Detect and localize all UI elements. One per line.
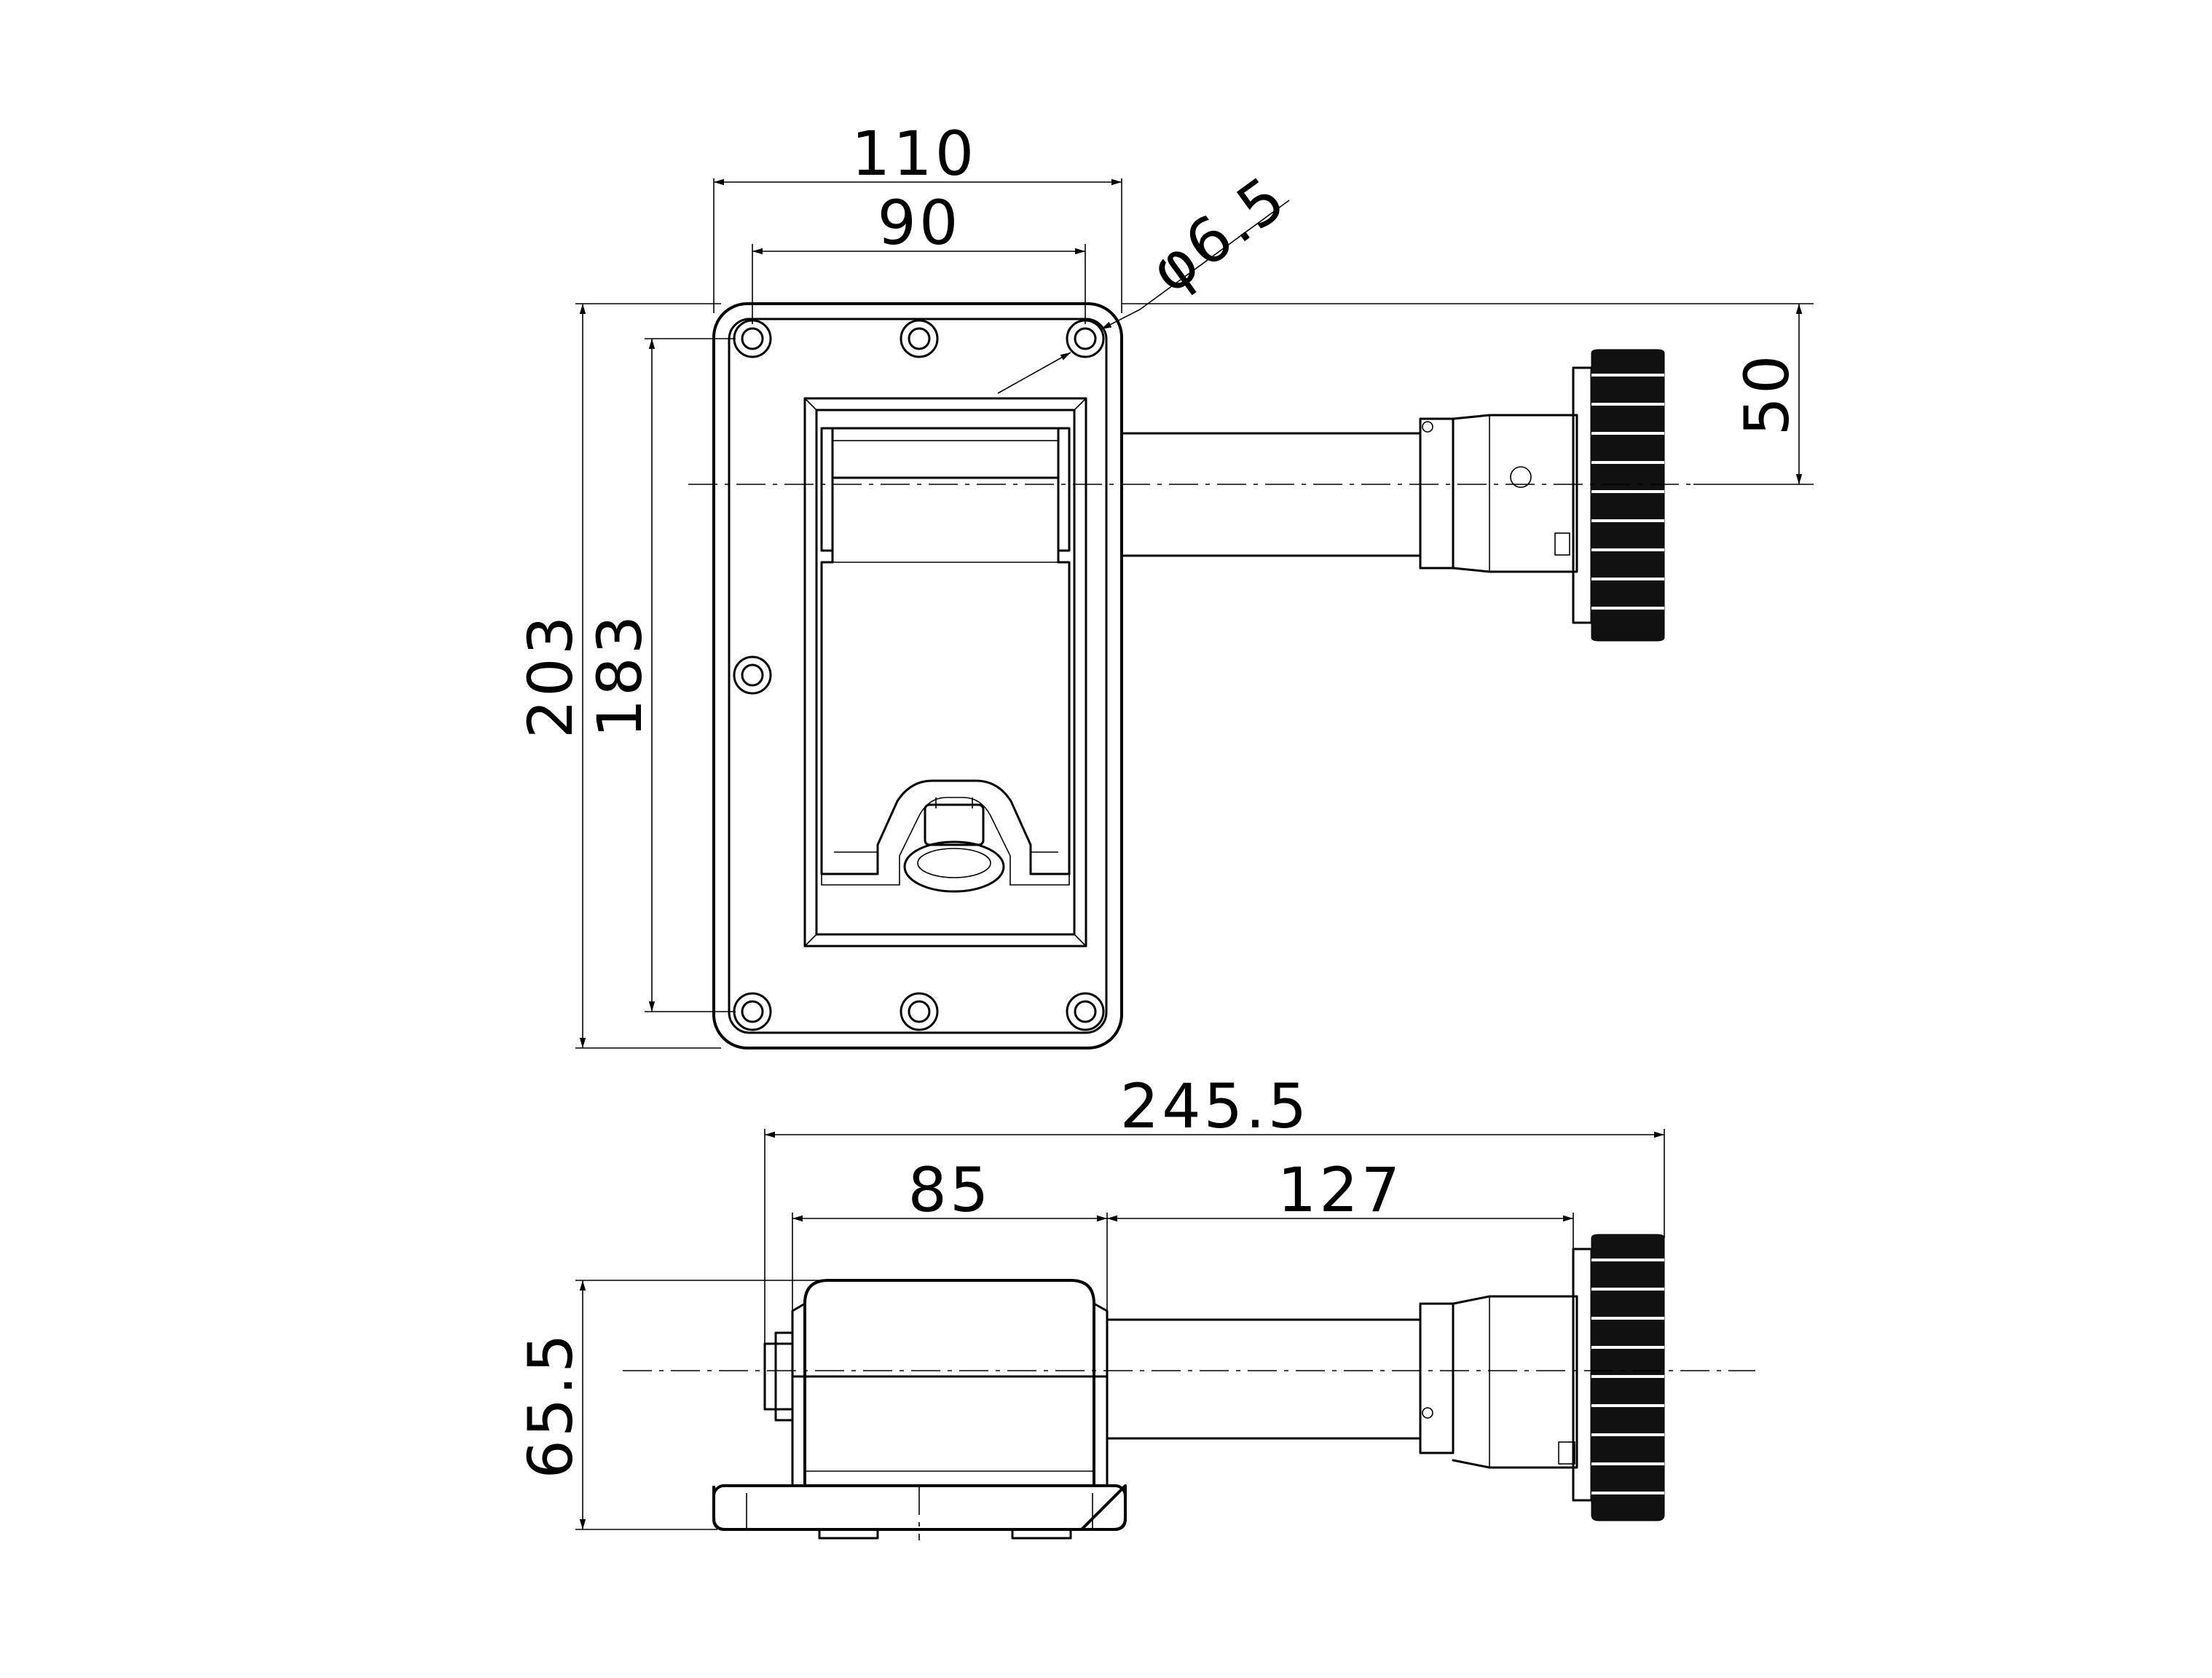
- dim-body-height: 65.5: [515, 1331, 586, 1478]
- dim-shaft-length: 127: [1278, 1154, 1403, 1226]
- dim-width-outer: 110: [851, 118, 977, 189]
- latch-housing: [763, 1279, 1109, 1487]
- hole: [900, 992, 939, 1031]
- hole: [733, 992, 772, 1031]
- hole: [900, 319, 939, 358]
- dim-offset-center: 50: [1731, 352, 1803, 436]
- shaft-assembly-top: [1120, 349, 1665, 642]
- dim-body-length: 85: [908, 1154, 992, 1226]
- latch-recess: [803, 397, 1087, 948]
- top-dimensions: 110 90 φ6.5 50 203 183: [515, 118, 1814, 1049]
- mounting-plate: [712, 302, 1123, 1049]
- hole: [1066, 319, 1105, 358]
- hole: [733, 655, 772, 695]
- dim-width-holes: 90: [878, 187, 961, 259]
- dim-height-holes: 183: [584, 612, 656, 738]
- hole: [1066, 992, 1105, 1031]
- dim-hole-diameter: φ6.5: [1137, 162, 1299, 307]
- dim-total-length: 245.5: [1120, 1071, 1310, 1142]
- top-view: [688, 302, 1693, 1049]
- side-view: [623, 1234, 1755, 1540]
- hole: [733, 319, 772, 358]
- dim-height-outer: 203: [515, 613, 586, 738]
- shaft-assembly-side: [1106, 1234, 1665, 1521]
- side-dimensions: 245.5 85 127 65.5: [515, 1071, 1665, 1530]
- mounting-holes: [733, 319, 1105, 1031]
